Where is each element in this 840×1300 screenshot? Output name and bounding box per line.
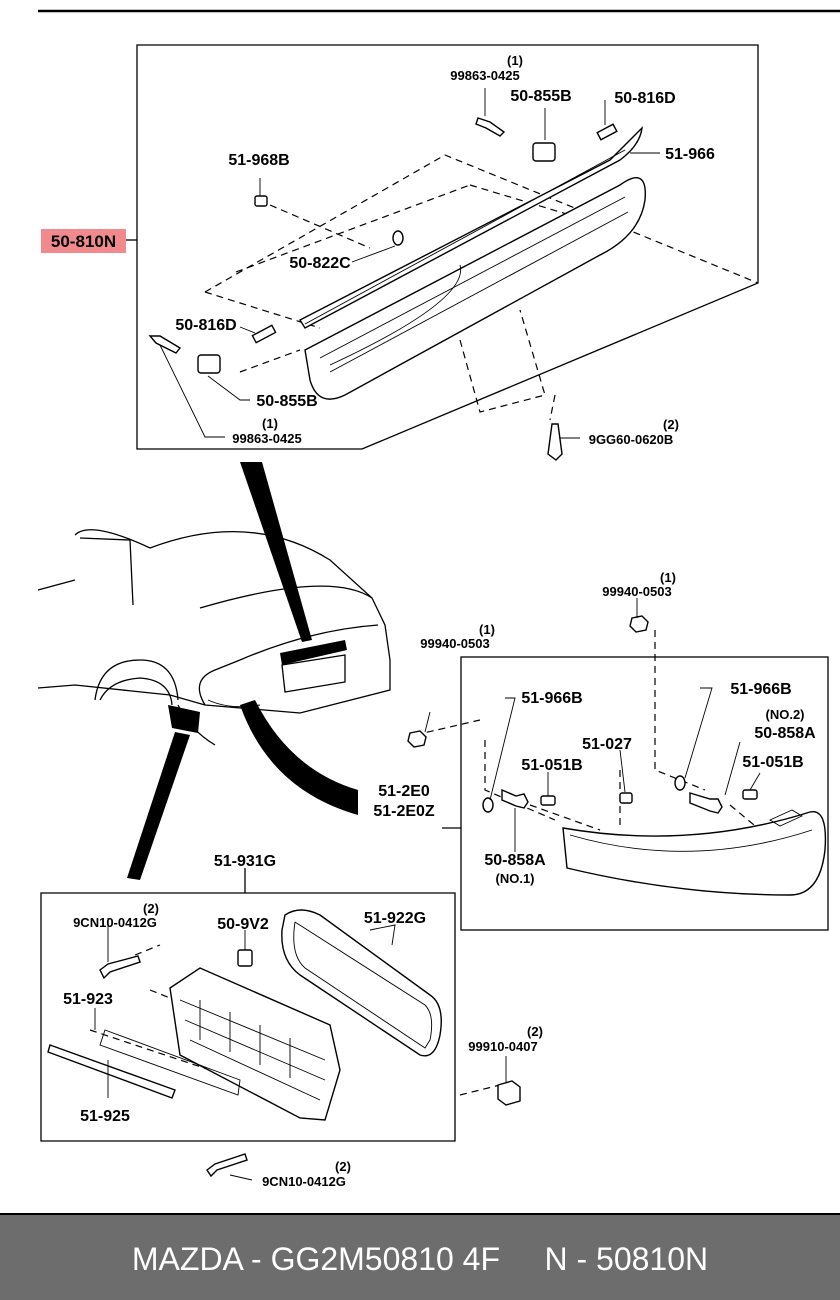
clip-51-051B-l bbox=[540, 795, 556, 806]
label-51-925[interactable]: 51-925 bbox=[80, 1108, 130, 1125]
screw-9CN10-top bbox=[99, 955, 141, 980]
label-51-922G[interactable]: 51-922G bbox=[364, 910, 426, 927]
label-51-931G[interactable]: 51-931G bbox=[214, 853, 276, 870]
gasket-51-966B-l bbox=[482, 797, 494, 813]
label-51-923[interactable]: 51-923 bbox=[63, 991, 113, 1008]
label-9GG60[interactable]: 9GG60-0620B bbox=[589, 432, 674, 447]
clip-50-816D-top bbox=[596, 123, 618, 141]
rear-combination-lamp bbox=[562, 811, 827, 896]
clip-51-968B bbox=[254, 195, 268, 207]
screw-99863-top bbox=[475, 117, 506, 137]
clip-51-027 bbox=[619, 792, 633, 804]
rear-garnish bbox=[304, 177, 646, 400]
label-51-966B-right[interactable]: 51-966B bbox=[730, 681, 791, 698]
garnish-group-frame bbox=[136, 44, 759, 450]
label-99910[interactable]: 99910-0407 bbox=[468, 1039, 537, 1054]
label-51-968B[interactable]: 51-968B bbox=[228, 152, 289, 169]
label-50-855B-bot[interactable]: 50-855B bbox=[256, 393, 317, 410]
screw-9CN10-bot bbox=[206, 1153, 248, 1178]
lamp-group-frame bbox=[460, 656, 829, 931]
nut-99910 bbox=[497, 1080, 521, 1106]
label-51-051B-right[interactable]: 51-051B bbox=[742, 754, 803, 771]
nut-99940-a bbox=[629, 615, 649, 633]
label-50-9V2[interactable]: 50-9V2 bbox=[217, 916, 269, 933]
label-51-966[interactable]: 51-966 bbox=[665, 146, 715, 163]
qty-99863-top: (1) bbox=[507, 53, 523, 68]
qty-99940-b: (1) bbox=[479, 622, 495, 637]
label-9CN10-bot[interactable]: 9CN10-0412G bbox=[262, 1174, 346, 1189]
qty-99940-a: (1) bbox=[660, 570, 676, 585]
label-99940-b[interactable]: 99940-0503 bbox=[420, 636, 489, 651]
gasket-51-966B-r bbox=[674, 775, 686, 791]
indicator-lamp bbox=[240, 700, 358, 815]
svg-text:50-810N: 50-810N bbox=[51, 232, 116, 251]
label-51-2E0[interactable]: 51-2E0 bbox=[378, 783, 430, 800]
label-50-858A-left[interactable]: 50-858A bbox=[484, 852, 546, 869]
retainer-51-923 bbox=[99, 1029, 241, 1096]
qty-9CN10-top: (2) bbox=[143, 901, 159, 916]
label-51-2E0Z[interactable]: 51-2E0Z bbox=[373, 803, 435, 820]
qty-99910: (2) bbox=[527, 1024, 543, 1039]
indicator-trim-strip bbox=[280, 640, 347, 665]
indicator-garnish bbox=[240, 462, 312, 642]
label-50-822C[interactable]: 50-822C bbox=[289, 255, 351, 272]
strip-51-925 bbox=[47, 1044, 176, 1099]
screw-99863-bot bbox=[148, 335, 182, 354]
panel-group-frame bbox=[40, 892, 456, 1142]
note-50-858A-no1: (NO.1) bbox=[496, 871, 535, 886]
label-50-816D-top[interactable]: 50-816D bbox=[614, 90, 675, 107]
screw-9GG60 bbox=[547, 423, 563, 461]
clip-50-855B-top bbox=[532, 142, 556, 162]
label-51-966B-left[interactable]: 51-966B bbox=[521, 690, 582, 707]
parts-diagram: 50-810N (1) 99863-0425 50-855B 50-816D 5… bbox=[37, 9, 840, 1189]
footer-part-number: MAZDA - GG2M50810 4F N - 50810N bbox=[131, 1241, 709, 1277]
nut-99940-b bbox=[407, 730, 427, 748]
indicator-panel-arrow bbox=[127, 732, 190, 880]
label-99940-a[interactable]: 99940-0503 bbox=[602, 584, 671, 599]
clip-51-051B-r bbox=[742, 789, 758, 800]
label-99863-bot[interactable]: 99863-0425 bbox=[232, 431, 301, 446]
label-51-051B-left[interactable]: 51-051B bbox=[521, 757, 582, 774]
clip-50-855B-bot bbox=[197, 354, 221, 374]
molding-51-966 bbox=[299, 126, 643, 329]
qty-9CN10-bot: (2) bbox=[335, 1159, 351, 1174]
note-50-858A-no2: (NO.2) bbox=[766, 707, 805, 722]
clip-50-9V2 bbox=[237, 949, 253, 967]
footer-bar: MAZDA - GG2M50810 4F N - 50810N bbox=[0, 1213, 840, 1300]
car-outline bbox=[37, 529, 391, 746]
qty-99863-bot: (1) bbox=[262, 416, 278, 431]
qty-9GG60: (2) bbox=[663, 417, 679, 432]
label-9CN10-top[interactable]: 9CN10-0412G bbox=[73, 915, 157, 930]
clip-50-816D-bot bbox=[251, 324, 277, 344]
label-99863-top[interactable]: 99863-0425 bbox=[450, 68, 519, 83]
bolt-50-858A-l bbox=[501, 788, 529, 809]
label-51-027[interactable]: 51-027 bbox=[582, 736, 632, 753]
indicator-panel bbox=[168, 705, 200, 733]
label-50-858A-right[interactable]: 50-858A bbox=[754, 725, 816, 742]
callout-50-810N[interactable]: 50-810N bbox=[41, 229, 126, 253]
clip-50-822C bbox=[392, 230, 404, 246]
bolt-50-858A-r bbox=[689, 792, 723, 814]
label-50-816D-bot[interactable]: 50-816D bbox=[175, 317, 236, 334]
panel-seal-51-922G bbox=[281, 909, 442, 1057]
label-50-855B-top[interactable]: 50-855B bbox=[510, 88, 571, 105]
